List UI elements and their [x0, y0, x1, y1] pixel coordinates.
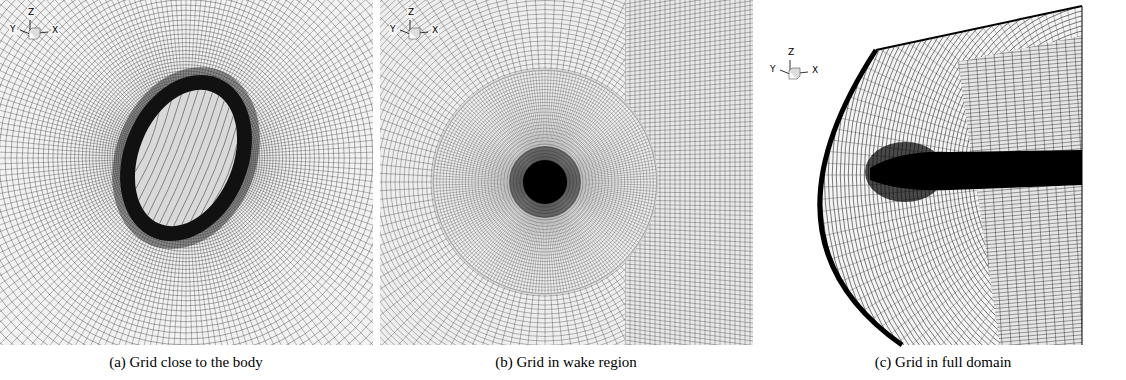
mesh-line: [433, 70, 656, 293]
boundary-layer: [86, 45, 286, 272]
axis-line: [400, 30, 410, 34]
domain-edge: [876, 6, 1082, 50]
axis-label: X: [811, 65, 819, 76]
wake-disk: [433, 70, 657, 294]
mesh-line: [0, 0, 373, 345]
axis-label: Z: [27, 7, 35, 18]
mesh-line: [380, 0, 753, 345]
dense-core: [523, 160, 567, 204]
axis-label: Y: [769, 64, 777, 75]
mesh-line: [120, 76, 254, 240]
subfigure-caption: (a) Grid close to the body: [109, 353, 263, 371]
boundary-layer: [96, 55, 275, 261]
axis-label: X: [51, 25, 59, 36]
axis-label: Z: [787, 47, 795, 58]
body-surface: [116, 75, 256, 242]
axis-label: X: [431, 25, 439, 36]
body-outline: [86, 45, 286, 272]
domain: [690, 0, 1126, 380]
axis-label: Y: [9, 24, 17, 35]
axis-label: Z: [407, 7, 415, 18]
mesh-line: [380, 0, 753, 345]
subfigure-caption: (b) Grid in wake region: [495, 353, 637, 371]
mesh-line: [690, 0, 1090, 380]
panel-ground: [0, 0, 373, 345]
subfigure-caption: (c) Grid in full domain: [875, 353, 1012, 371]
dense-core: [865, 142, 945, 202]
axis-line: [780, 70, 790, 74]
dense-core: [509, 146, 581, 218]
axis-cube: [789, 68, 800, 79]
axis-cube: [29, 28, 40, 39]
mesh-line: [0, 0, 373, 345]
axis-line: [20, 30, 30, 34]
domain-edge: [1082, 6, 1083, 345]
axis-label: Y: [389, 24, 397, 35]
axis-cube: [409, 28, 420, 39]
inflow-boundary: [820, 50, 902, 345]
